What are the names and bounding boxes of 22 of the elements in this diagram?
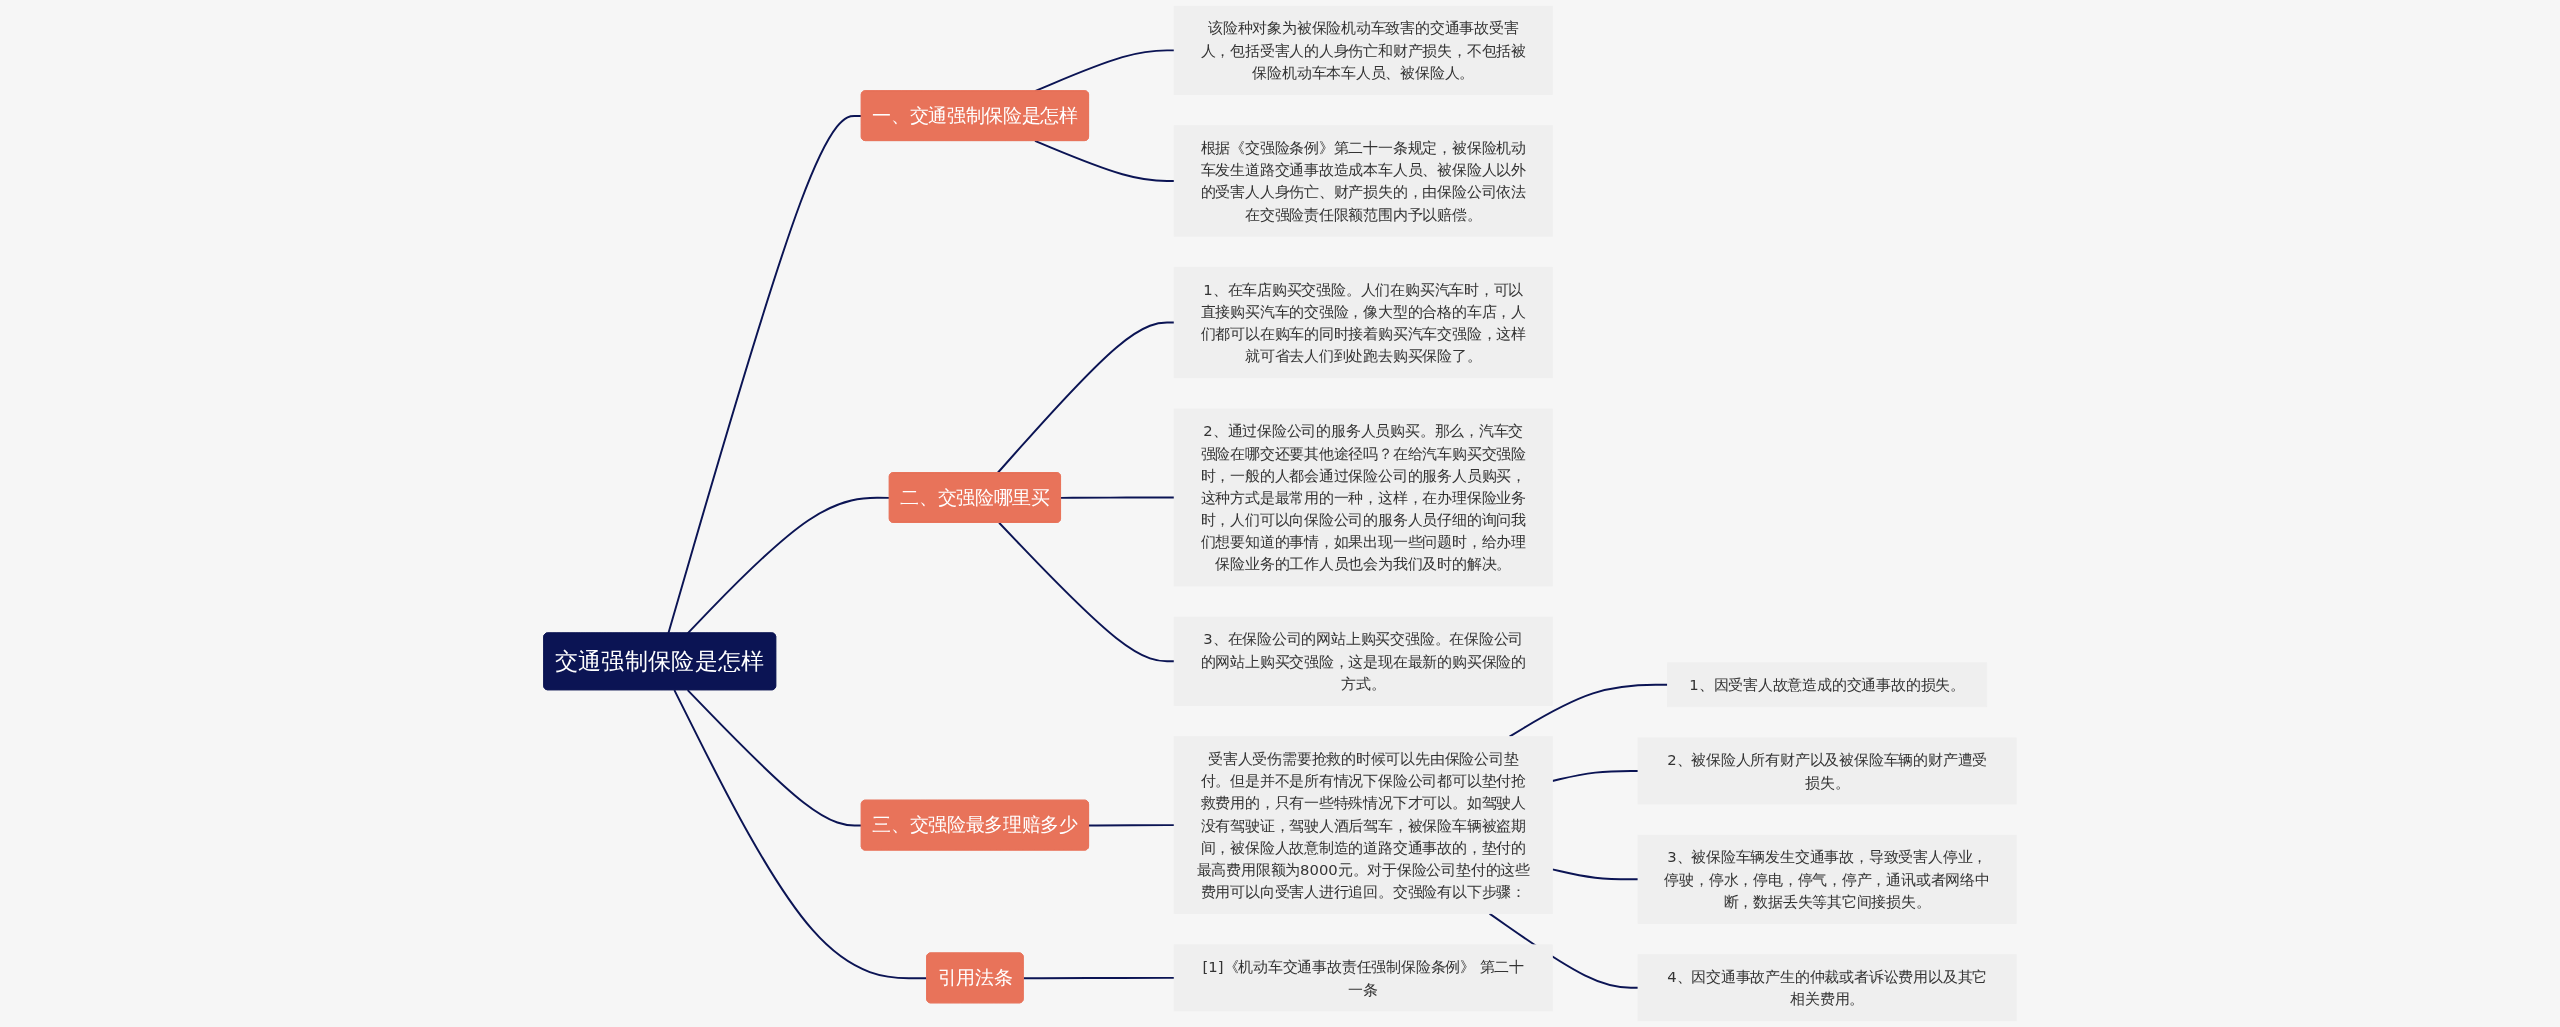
node-box: 该险种对象为被保险机动车致害的交通事故受害人，包括受害人的人身伤亡和财产损失，不包括被保险机动车本车人员、被保险人。: [1173, 5, 1553, 95]
node-box: 根据《交强险条例》第二十一条规定，被保险机动车发生道路交通事故造成本车人员、被保险人以外的受害人人身伤亡、财产损失的，由保险公司依法在交强险责任限额范围内予以赔偿。: [1173, 125, 1553, 237]
node-box: 1、在车店购买交强险。人们在购买汽车时，可以直接购买汽车的交强险，像大型的合格的车店，人们都可以在购车的同时接着购买汽车交强险，这样就可省去人们到处跑去购买保险了。: [1173, 266, 1553, 379]
node-box: 2、被保险人所有财产以及被保险车辆的财产遭受损失。: [1637, 737, 2017, 805]
connector: [1087, 824, 1176, 827]
connector: [998, 521, 1176, 663]
node-box: [1]《机动车交通事故责任强制保险条例》 第二十一条: [1173, 944, 1553, 1012]
node-box: 1、因受害人故意造成的交通事故的损失。: [1667, 662, 1988, 708]
connector: [1551, 770, 1639, 782]
connector: [1508, 683, 1669, 738]
connector: [1488, 912, 1639, 989]
node-box: 4、因交通事故产生的仲裁或者诉讼费用以及其它相关费用。: [1637, 954, 2017, 1022]
connector: [1034, 140, 1176, 182]
node-box: 受害人受伤需要抢救的时候可以先由保险公司垫付。但是并不是所有情况下保险公司都可以垫付抢救费用的，只有一些特殊情况下才可以。如驾驶人没有驾驶证，驾驶人酒后驾车，被保险车辆被盗期间，被保险人故意制造的道路交通事故的，垫付的最高费用限额为8000元。对于保险公司垫付的这些费用可以向受害人进行追回。交强险有以下步骤：: [1173, 736, 1553, 915]
node-box: 2、通过保险公司的服务人员购买。那么，汽车交强险在哪交还要其他途径吗？在给汽车购买交强险时，一般的人都会通过保险公司的服务人员购买，这种方式是最常用的一种，这样，在办理保险业务时，人们可以向保险公司的服务人员仔细的询问我们想要知道的事情，如果出现一些问题时，给办理保险业务的工作人员也会为我们及时的解决。: [1173, 408, 1553, 587]
connector: [1059, 496, 1176, 499]
node-box: 3、被保险车辆发生交通事故，导致受害人停业，停驶，停水，停电，停气，停产，通讯或者网络中断，数据丢失等其它间接损失。: [1637, 834, 2017, 924]
connector: [1022, 976, 1176, 980]
connector: [996, 321, 1176, 474]
node-box: 3、在保险公司的网站上购买交强险。在保险公司的网站上购买交强险，这是现在最新的购买保险的方式。: [1173, 616, 1553, 706]
connector: [686, 689, 863, 827]
connector: [1551, 868, 1639, 881]
